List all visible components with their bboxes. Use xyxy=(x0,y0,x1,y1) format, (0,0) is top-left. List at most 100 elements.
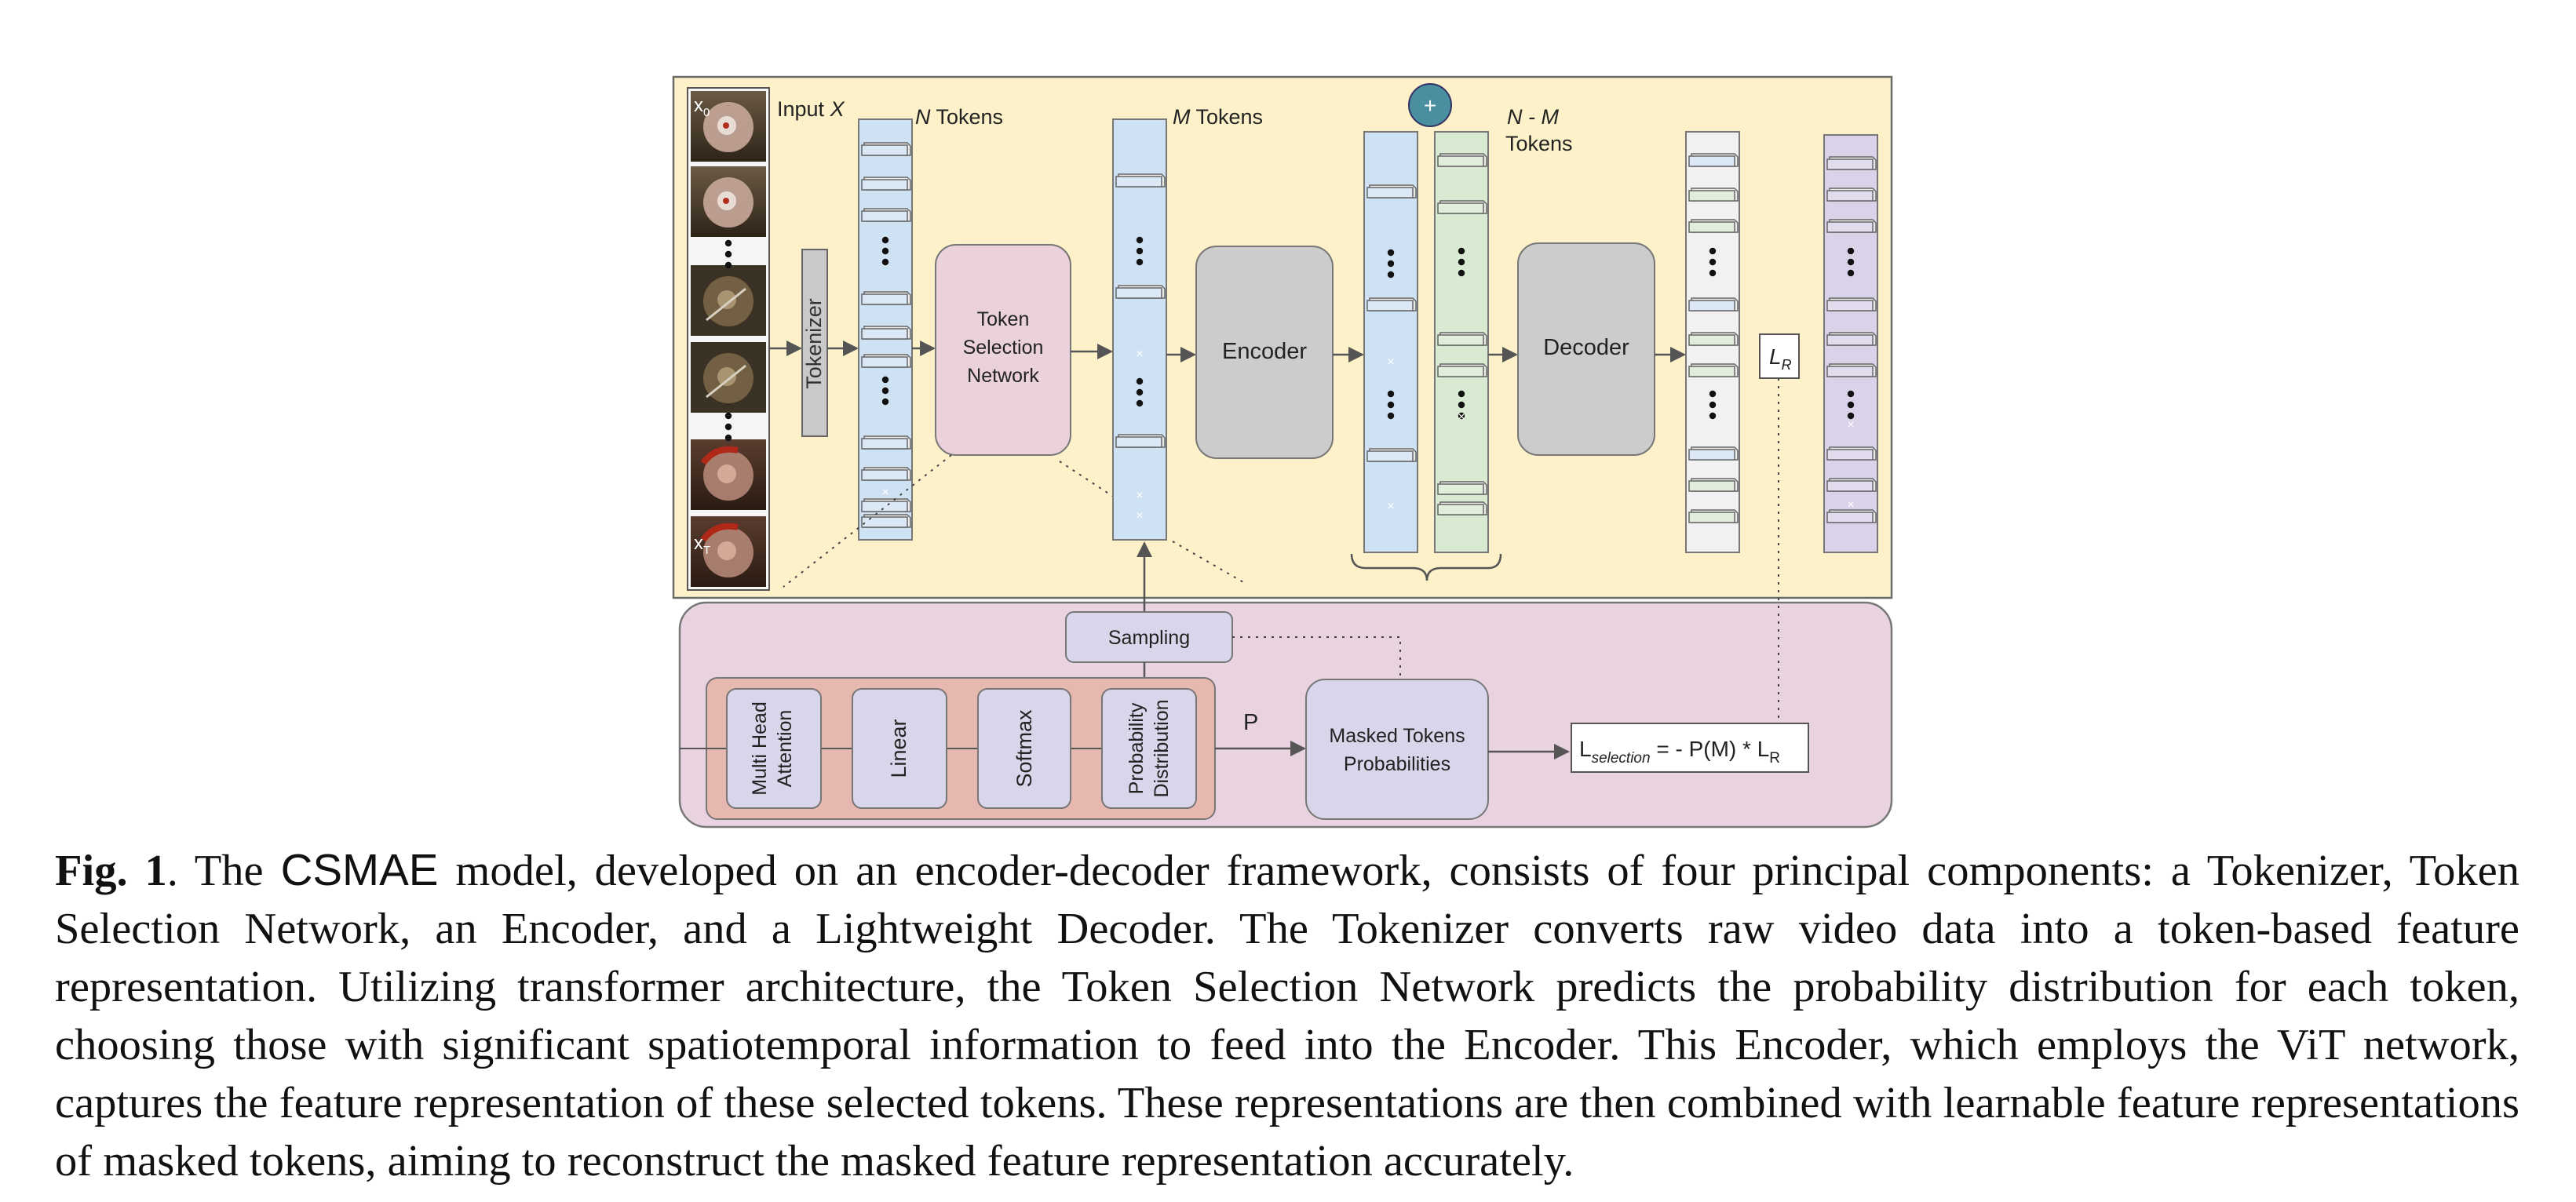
token xyxy=(1688,446,1739,461)
figure-caption: Fig. 1. The CSMAE model, developed on an… xyxy=(55,841,2519,1190)
p-label: P xyxy=(1243,710,1258,735)
frame-last-label: xT xyxy=(694,533,710,557)
encoder-block xyxy=(1195,246,1334,459)
dotted-sampling-to-masked xyxy=(1232,636,1401,679)
dotted-tsn-right xyxy=(1059,461,1115,498)
token xyxy=(1688,219,1739,233)
plus-symbol: + xyxy=(1424,93,1436,118)
tsn-label-3: Network xyxy=(967,365,1039,387)
token xyxy=(861,208,911,222)
linear-block xyxy=(852,688,947,809)
token xyxy=(861,291,911,305)
ellipsis-dots xyxy=(1709,390,1717,420)
reconstruction-loss-box xyxy=(1759,333,1800,379)
token xyxy=(1437,200,1487,214)
token xyxy=(1688,363,1739,377)
ellipsis-dots xyxy=(1458,390,1465,420)
ellipsis-dots xyxy=(724,239,732,269)
caption-fig-label: Fig. 1 xyxy=(55,847,167,895)
probdist-label-2: Distribution xyxy=(1151,699,1173,797)
dotted-m-right xyxy=(1172,541,1244,583)
masked-mark: × xyxy=(1136,509,1143,523)
caption-model-name: CSMAE xyxy=(280,845,439,894)
decoder-label: Decoder xyxy=(1543,335,1629,360)
token xyxy=(861,498,911,512)
token xyxy=(1115,285,1166,299)
ellipsis-dots xyxy=(1709,247,1717,277)
decoder-block xyxy=(1517,242,1655,456)
caption-pre: . The xyxy=(166,847,281,895)
token xyxy=(861,467,911,481)
ellipsis-dots xyxy=(1387,390,1395,420)
ellipsis-dots xyxy=(1387,249,1395,279)
ellipsis-dots xyxy=(1847,390,1855,420)
token xyxy=(1826,478,1877,492)
masked-mark: × xyxy=(1387,355,1394,369)
video-frame xyxy=(691,91,766,162)
selection-loss-formula: Lselection = - P(M) * LR xyxy=(1579,737,1780,767)
token xyxy=(1688,478,1739,492)
token xyxy=(1826,509,1877,523)
m-tokens-label: M Tokens xyxy=(1173,105,1263,129)
masked-mark: × xyxy=(1136,348,1143,361)
token xyxy=(1688,188,1739,202)
ellipsis-dots xyxy=(1136,377,1144,407)
input-label: Input X xyxy=(777,97,845,121)
token xyxy=(1437,501,1487,515)
plus-circle xyxy=(1408,83,1452,127)
video-frame xyxy=(691,265,766,336)
combine-brace xyxy=(1350,553,1502,581)
token xyxy=(1115,173,1166,188)
masked-probs-label-1: Masked Tokens xyxy=(1329,725,1465,747)
token xyxy=(1437,363,1487,377)
token xyxy=(1366,297,1417,311)
token xyxy=(861,514,911,528)
tsn-label-1: Token xyxy=(977,308,1030,330)
masked-tokens-probabilities-block xyxy=(1305,679,1489,820)
token-selection-network xyxy=(935,244,1071,456)
token xyxy=(1366,448,1417,462)
token xyxy=(1437,481,1487,495)
masked-mark: × xyxy=(881,486,888,499)
nm-tokens-label-2: Tokens xyxy=(1505,132,1573,155)
m-tokens-column xyxy=(1112,118,1167,541)
video-frame xyxy=(691,342,766,413)
tokenizer-label: Tokenizer xyxy=(802,298,826,389)
token xyxy=(1437,153,1487,167)
masked-probs-label-2: Probabilities xyxy=(1344,753,1450,775)
masked-mark: × xyxy=(1847,498,1854,512)
mha-label-1: Multi Head xyxy=(749,701,771,796)
csmae-diagram: x0 xT Input X Tokenizer × N Tokens Token… xyxy=(672,75,1893,829)
reconstruction-loss-label: LR xyxy=(1769,344,1792,373)
ellipsis-dots xyxy=(1458,247,1465,277)
token xyxy=(1826,332,1877,346)
token xyxy=(1115,434,1166,448)
token xyxy=(861,435,911,450)
frame-first-label: x0 xyxy=(694,95,710,119)
sampling-label: Sampling xyxy=(1108,627,1190,649)
multi-head-attention-block xyxy=(726,688,822,809)
ellipsis-dots xyxy=(1136,236,1144,266)
tsn-label-2: Selection xyxy=(963,337,1044,359)
probability-distribution-block xyxy=(1101,688,1197,809)
token xyxy=(1826,363,1877,377)
ellipsis-dots xyxy=(881,236,889,266)
token xyxy=(861,326,911,340)
ellipsis-dots xyxy=(881,376,889,406)
token xyxy=(1437,332,1487,346)
ellipsis-dots xyxy=(1847,247,1855,277)
tokenizer-block xyxy=(801,249,828,437)
token xyxy=(1826,297,1877,311)
video-frames xyxy=(687,87,770,591)
token xyxy=(861,177,911,191)
softmax-block xyxy=(977,688,1071,809)
masked-mark: × xyxy=(1847,418,1854,432)
mha-label-2: Attention xyxy=(774,710,796,788)
token xyxy=(1688,509,1739,523)
masked-mark: × xyxy=(1458,410,1465,424)
n-tokens-label: N Tokens xyxy=(915,105,1003,129)
token xyxy=(861,354,911,368)
video-frame xyxy=(691,166,766,237)
nm-tokens-label-1: N - M xyxy=(1507,105,1559,129)
video-frame xyxy=(691,516,766,587)
